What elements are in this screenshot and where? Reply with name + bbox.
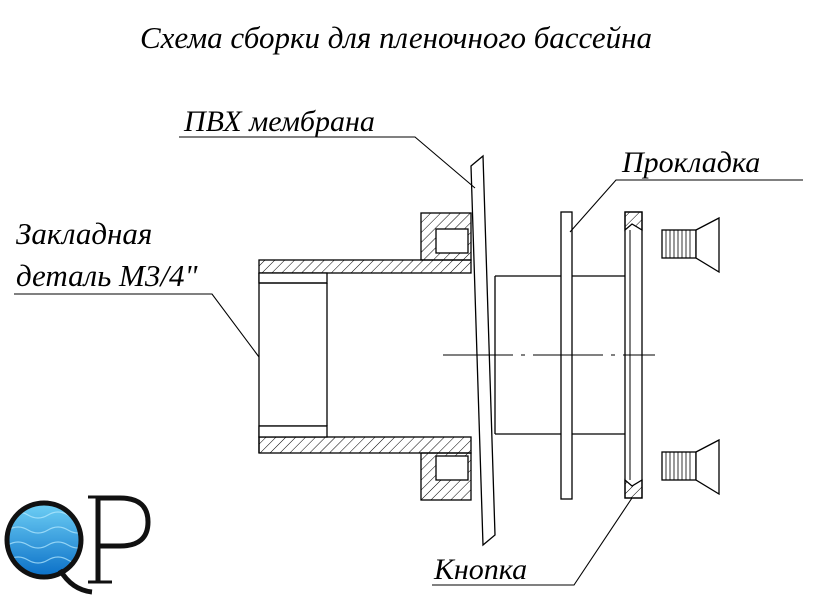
leader-lines [14,136,803,586]
pvc-membrane [470,154,496,547]
embedded-part [258,212,472,501]
label-gasket: Прокладка [621,146,760,179]
diagram-title: Схема сборки для пленочного бассейна [140,20,652,55]
qp-logo [4,495,151,595]
screw-top [661,216,720,274]
label-embedded-part-line1: Закладная [16,216,152,251]
screw-bottom [661,438,720,496]
label-button: Кнопка [433,553,527,586]
label-pvc-membrane: ПВХ мембрана [183,105,375,138]
label-embedded-part-line2: деталь М3/4" [16,258,198,293]
